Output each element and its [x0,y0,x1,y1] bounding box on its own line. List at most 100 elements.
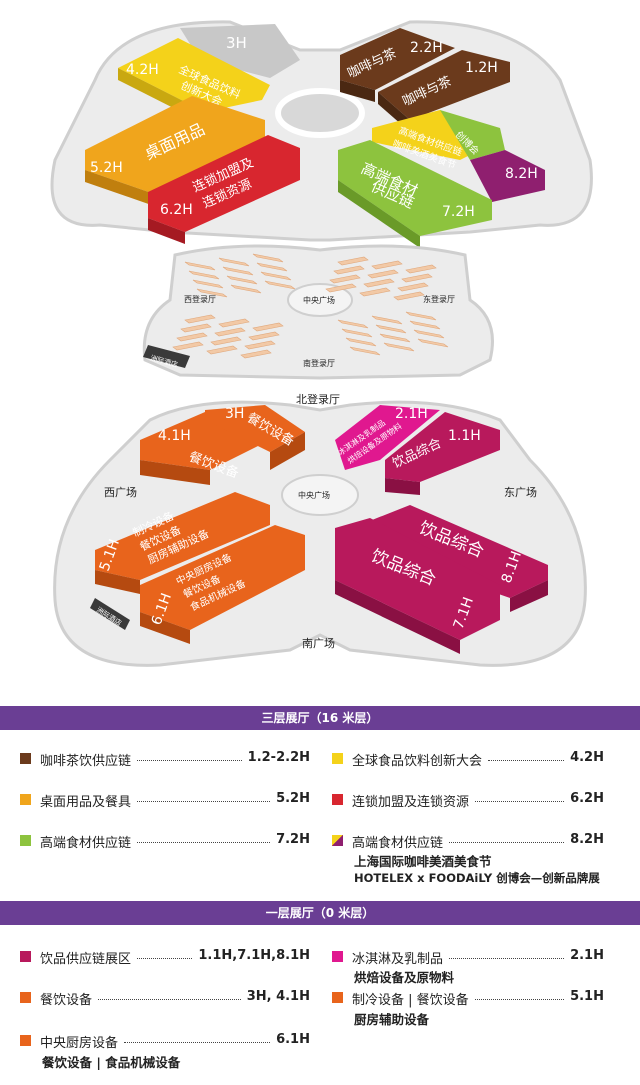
swatch-dark-orange-icon [20,992,31,1003]
booth-block [196,288,228,298]
booth-block [218,318,250,328]
hall-code: 2.1H [395,406,428,422]
legend-1f-item-1: 饮品供应链展区 1.1H,7.1H,8.1H [20,948,310,967]
legend-value: 2.1H [570,948,604,963]
legend-1f-item-2-sub1: 烘焙设备及原物料 [354,970,455,985]
booth-block [214,327,246,337]
legend-name: 桌面用品及餐具 [40,795,132,810]
hall-code: 2.2H [410,40,443,56]
legend-1f-item-2: 冰淇淋及乳制品 2.1H [332,948,604,967]
swatch-crimson-icon [20,951,31,962]
legend-name: 中央厨房设备 [40,1036,119,1051]
leader-dots [124,1032,271,1043]
hall-code: 8.2H [505,166,538,182]
legend-1f-item-4: 制冷设备 | 餐饮设备 5.1H [332,989,604,1008]
legend-value: 6.1H [276,1032,310,1047]
booth-block [393,291,425,301]
legend-name: 连锁加盟及连锁资源 [352,795,470,810]
legend-3f-item-1: 咖啡茶饮供应链 1.2-2.2H [20,750,310,769]
hall-code: 6.2H [160,202,193,218]
booth-block [333,265,365,275]
booth-block [341,328,373,338]
middle-east-label: 东登录厅 [423,294,455,304]
hall-8-2h[interactable]: 高端食材供应链 咖啡美酒美食节 创博会 8.2H [372,110,545,202]
upper-center-ring [275,88,365,138]
legend-1f-item-5-sub1: 餐饮设备 | 食品机械设备 [42,1055,181,1070]
hall-2-1h[interactable]: 2.1H 冰淇淋及乳制品 烘焙设备及原物料 [335,405,440,470]
legend-1f-title: 一层展厅（0 米层） [0,901,640,925]
legend-value: 1.2-2.2H [247,750,310,765]
legend-3f-item-3: 桌面用品及餐具 5.2H [20,791,310,810]
booth-blocks [172,253,449,359]
legend-3f-item-6-sub1: 上海国际咖啡美酒美食节 [354,854,492,869]
booth-block [256,262,288,272]
swatch-coffee-icon [20,753,31,764]
booth-block [260,271,292,281]
hall-code: 1.2H [465,60,498,76]
legend-name: 冰淇淋及乳制品 [352,952,444,967]
leader-dots [449,832,565,843]
legend-name: 全球食品饮料创新大会 [352,754,483,769]
booth-block [329,274,361,284]
booth-block [184,314,216,324]
hall-6-1h[interactable]: 6.1H 中央厨房设备 餐饮设备 食品机械设备 [140,525,305,644]
booth-block [409,320,441,330]
swatch-dark-orange-icon [332,992,343,1003]
booth-block [363,278,395,288]
legend-3f-item-6: 高端食材供应链 8.2H [332,832,604,851]
booth-block [417,338,449,348]
booth-block [405,311,437,321]
booth-block [397,282,429,292]
leader-dots [137,832,271,843]
booth-block [222,266,254,276]
hall-code: 4.2H [126,62,159,78]
booth-block [252,322,284,332]
north-hall-label: 北登录厅 [296,392,340,406]
booth-block [349,346,381,356]
booth-block [244,340,276,350]
leader-dots [474,989,565,1000]
lower-level: 北登录厅 西广场 东广场 南广场 中央广场 4.1H 餐饮设备 3H 餐饮设备 … [53,392,587,667]
legend-name: 咖啡茶饮供应链 [40,754,132,769]
legend-name: 高端食材供应链 [352,836,444,851]
hall-5-2h[interactable]: 5.2H 桌面用品 [85,96,265,208]
booth-block [180,323,212,333]
lower-center-label: 中央广场 [298,490,330,500]
booth-block [264,280,296,290]
middle-level: 中央广场 西登录厅 东登录厅 南登录厅 洲际酒店 [142,244,494,380]
hall-code: 7.2H [442,204,475,220]
hall-7-2h[interactable]: 高端食材 供应链 7.2H [338,140,492,248]
legend-value: 5.1H [570,989,604,1004]
legend-3f-item-2: 全球食品饮料创新大会 4.2H [332,750,604,769]
booth-block [206,345,238,355]
booth-block [337,319,369,329]
hall-code: 3H [226,34,247,52]
hall-8-1h[interactable]: 饮品综合 8.1H [372,505,548,612]
swatch-dark-orange-icon [20,1035,31,1046]
leader-dots [137,948,193,959]
booth-block [172,341,204,351]
booth-block [252,253,284,263]
middle-center-label: 中央广场 [303,295,335,305]
legend-name: 高端食材供应链 [40,836,132,851]
booth-block [371,315,403,325]
east-plaza-label: 东广场 [504,485,537,499]
middle-west-label: 西登录厅 [184,294,216,304]
leader-dots [488,750,565,761]
hall-3h-lower[interactable]: 3H 餐饮设备 [205,405,305,470]
hall-5-1h[interactable]: 5.1H 制冷设备 餐饮设备 厨房辅助设备 [95,492,270,594]
booth-block [176,332,208,342]
booth-block [210,336,242,346]
hall-3h-upper[interactable]: 3H [180,24,300,78]
leader-dots [137,750,242,761]
swatch-green-icon [20,835,31,846]
leader-dots [475,791,565,802]
hall-4-2h[interactable]: 4.2H 全球食品饮料 创新大会 [118,38,270,124]
legend-value: 1.1H,7.1H,8.1H [198,948,310,963]
hall-7-1h[interactable]: 饮品综合 7.1H [335,518,500,654]
booth-block [248,331,280,341]
hall-1-1h[interactable]: 1.1H 饮品综合 [385,412,500,495]
legend-1f-item-4-sub1: 厨房辅助设备 [354,1012,430,1027]
leader-dots [449,948,565,959]
hall-2-2h[interactable]: 2.2H 咖啡与茶 [340,28,455,102]
